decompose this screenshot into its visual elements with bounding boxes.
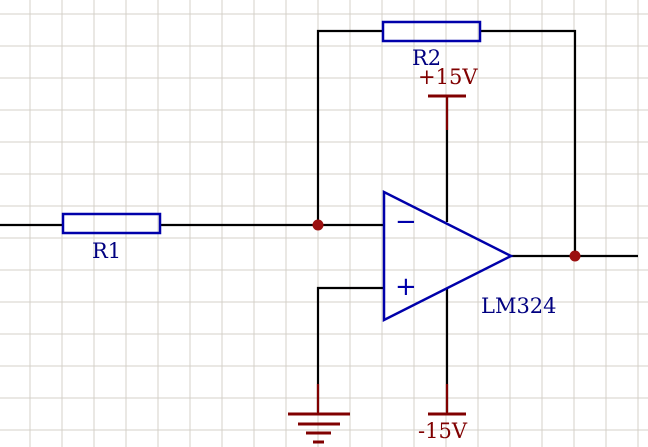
wires	[0, 29, 638, 412]
opamp-triangle	[382, 189, 514, 323]
resistor-r2	[381, 20, 482, 43]
wire-feedback-right	[480, 29, 577, 256]
junction-dot-input-node	[312, 219, 324, 231]
inverting-input-symbol: −	[395, 207, 417, 237]
noninverting-input-symbol: +	[395, 272, 417, 302]
ground-icon	[288, 384, 350, 444]
opamp-label: LM324	[481, 294, 557, 318]
junction-dot-output-node	[569, 250, 581, 262]
r2-label: R2	[412, 46, 442, 70]
vplus-label: +15V	[418, 65, 478, 89]
wire-feedback-left	[316, 29, 383, 225]
r1-label: R1	[92, 239, 122, 263]
vminus-label: -15V	[418, 419, 467, 443]
wire-noninverting-to-ground	[316, 286, 384, 412]
resistor-r1	[61, 212, 162, 235]
